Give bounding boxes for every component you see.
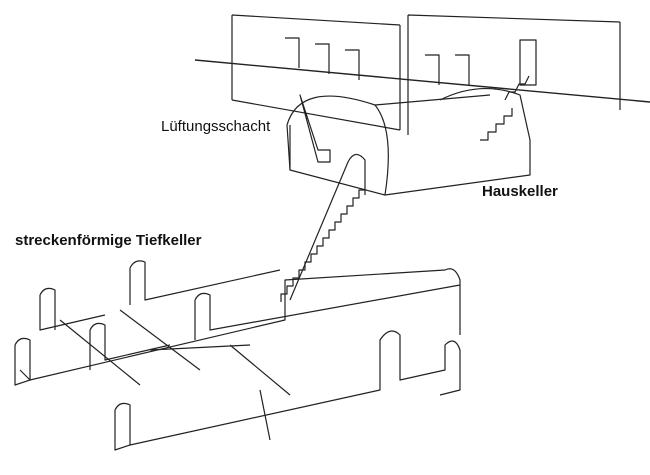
staircase	[280, 189, 365, 302]
house-cellar-label: Hauskeller	[482, 183, 558, 200]
deep-cellar-galleries	[14, 260, 461, 451]
building	[194, 14, 650, 135]
ventilation-shaft	[299, 94, 331, 163]
ventilation-shaft-label: Lüftungsschacht	[161, 118, 271, 135]
house-cellar	[286, 75, 531, 301]
deep-cellar-label: streckenförmige Tiefkeller	[15, 232, 202, 249]
